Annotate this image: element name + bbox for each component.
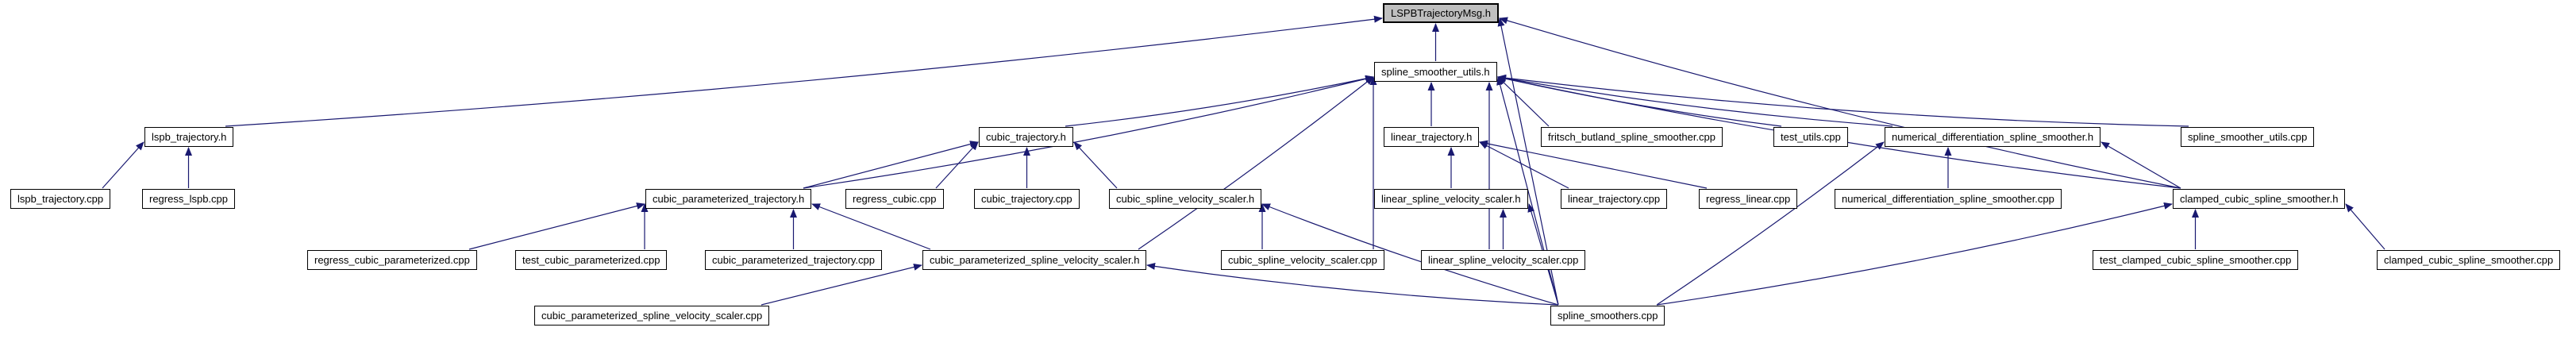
graph-node-numerical-differentiation-spline-smoother-h[interactable]: numerical_differentiation_spline_smoothe… xyxy=(1885,127,2101,147)
graph-node-cubic-spline-velocity-scaler-h[interactable]: cubic_spline_velocity_scaler.h xyxy=(1109,189,1262,209)
graph-node-cubic-parameterized-spline-velocity-scaler-cpp[interactable]: cubic_parameterized_spline_velocity_scal… xyxy=(534,306,770,326)
include-edge-ccss_cpp-to-ccss_h xyxy=(2345,203,2385,250)
graph-node-linear-trajectory-cpp[interactable]: linear_trajectory.cpp xyxy=(1561,189,1668,209)
graph-node-test-utils-cpp[interactable]: test_utils.cpp xyxy=(1773,127,1848,147)
include-edge-cubic_h-to-utils xyxy=(1065,75,1374,127)
graph-node-test-cubic-parameterized-cpp[interactable]: test_cubic_parameterized.cpp xyxy=(515,250,668,270)
graph-node-regress-cubic-parameterized-cpp[interactable]: regress_cubic_parameterized.cpp xyxy=(307,250,477,270)
include-edge-cpsvs_cpp-to-cpsvs_h xyxy=(760,264,922,306)
graph-node-cubic-parameterized-trajectory-h[interactable]: cubic_parameterized_trajectory.h xyxy=(645,189,812,209)
graph-node-linear-spline-velocity-scaler-cpp[interactable]: linear_spline_velocity_scaler.cpp xyxy=(1421,250,1586,270)
include-edge-regress_linear-to-linear_h xyxy=(1479,140,1708,189)
graph-node-cubic-spline-velocity-scaler-cpp[interactable]: cubic_spline_velocity_scaler.cpp xyxy=(1221,250,1384,270)
include-edge-smoothers_cpp-to-cpsvs_h xyxy=(1146,262,1559,306)
graph-node-linear-trajectory-h[interactable]: linear_trajectory.h xyxy=(1384,127,1480,147)
include-edge-cpsvs_h-to-utils xyxy=(1138,76,1374,250)
include-edge-ndss_h-to-utils xyxy=(1497,75,1893,127)
include-edge-smoothers_cpp-to-ccss_h xyxy=(1656,202,2173,306)
include-edge-linear_cpp-to-linear_h xyxy=(1479,141,1569,189)
include-edge-cpsvs_h-to-cpt_h xyxy=(811,203,931,250)
include-edge-smoothers_cpp-to-ndss_h xyxy=(1656,141,1885,306)
graph-node-regress-cubic-cpp[interactable]: regress_cubic.cpp xyxy=(845,189,944,209)
graph-node-cubic-trajectory-cpp[interactable]: cubic_trajectory.cpp xyxy=(974,189,1080,209)
include-edge-regress_cubic-to-cubic_h xyxy=(935,141,979,189)
include-edge-ccss_h-to-ndss_h xyxy=(2100,141,2181,189)
include-edge-lspb_cpp-to-lspb_h xyxy=(102,141,144,189)
graph-node-clamped-cubic-spline-smoother-cpp[interactable]: clamped_cubic_spline_smoother.cpp xyxy=(2377,250,2561,270)
include-edge-regress_cp_cpp-to-cpt_h xyxy=(468,202,645,250)
include-edge-ccss_h-to-root xyxy=(1499,17,2181,189)
graph-node-clamped-cubic-spline-smoother-h[interactable]: clamped_cubic_spline_smoother.h xyxy=(2173,189,2346,209)
graph-node-spline-smoother-utils-cpp[interactable]: spline_smoother_utils.cpp xyxy=(2181,127,2315,147)
include-edge-csvs_h-to-cubic_h xyxy=(1073,141,1118,189)
graph-node-regress-lspb-cpp[interactable]: regress_lspb.cpp xyxy=(142,189,235,209)
graph-node-linear-spline-velocity-scaler-h[interactable]: linear_spline_velocity_scaler.h xyxy=(1374,189,1528,209)
graph-node-fritsch-butland-spline-smoother-cpp[interactable]: fritsch_butland_spline_smoother.cpp xyxy=(1541,127,1723,147)
graph-edges xyxy=(102,15,2385,306)
graph-node-cubic-parameterized-trajectory-cpp[interactable]: cubic_parameterized_trajectory.cpp xyxy=(705,250,882,270)
include-edge-cpt_h-to-cubic_h xyxy=(803,141,979,189)
graph-node-lspb-trajectory-msg-h: LSPBTrajectoryMsg.h xyxy=(1383,3,1499,23)
graph-node-cubic-trajectory-h[interactable]: cubic_trajectory.h xyxy=(979,127,1073,147)
graph-node-cubic-parameterized-spline-velocity-scaler-h[interactable]: cubic_parameterized_spline_velocity_scal… xyxy=(922,250,1147,270)
graph-node-spline-smoother-utils-h[interactable]: spline_smoother_utils.h xyxy=(1374,62,1497,82)
graph-node-numerical-differentiation-spline-smoother-cpp[interactable]: numerical_differentiation_spline_smoothe… xyxy=(1835,189,2062,209)
include-edge-utils_cpp-to-utils xyxy=(1497,74,2189,127)
graph-node-spline-smoothers-cpp[interactable]: spline_smoothers.cpp xyxy=(1550,306,1665,326)
graph-node-test-clamped-cubic-spline-smoother-cpp[interactable]: test_clamped_cubic_spline_smoother.cpp xyxy=(2093,250,2299,270)
graph-node-regress-linear-cpp[interactable]: regress_linear.cpp xyxy=(1699,189,1798,209)
graph-node-lspb-trajectory-cpp[interactable]: lspb_trajectory.cpp xyxy=(10,189,111,209)
include-edge-smoothers_cpp-to-csvs_h xyxy=(1261,203,1559,306)
include-edge-lspb_h-to-root xyxy=(225,15,1383,127)
include-edge-cpt_h-to-utils xyxy=(803,75,1374,189)
include-edge-smoothers_cpp-to-utils xyxy=(1496,76,1559,306)
graph-node-lspb-trajectory-h[interactable]: lspb_trajectory.h xyxy=(144,127,234,147)
